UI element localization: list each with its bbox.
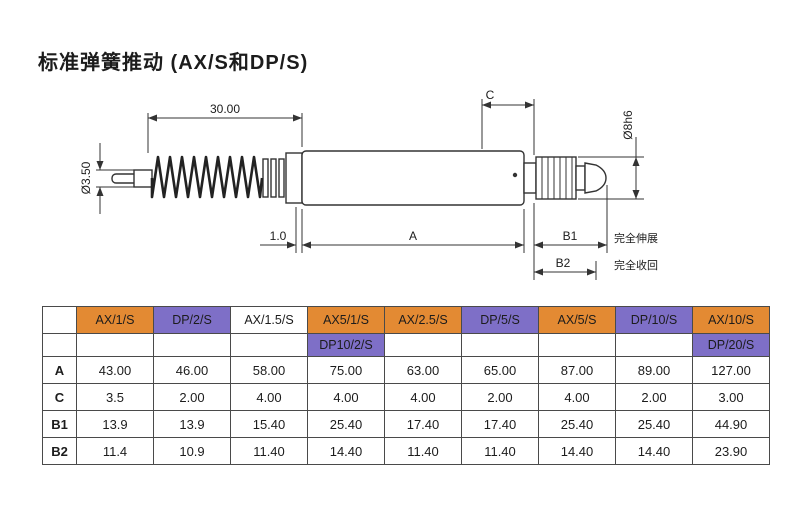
table-cell: 4.00 [230, 383, 308, 411]
dim-dia8h6-label: Ø8h6 [621, 110, 635, 140]
table-cell: 3.00 [692, 383, 770, 411]
column-header [76, 333, 154, 357]
dim-b2-label: B2 [556, 256, 571, 270]
spring-ring [270, 158, 277, 198]
table-row: C 3.5 2.00 4.00 4.00 4.00 2.00 4.00 2.00… [42, 383, 770, 411]
table-cell: 43.00 [76, 356, 154, 384]
table-cell: 4.00 [538, 383, 616, 411]
row-label: C [42, 383, 77, 411]
column-header [615, 333, 693, 357]
probe-thread [535, 156, 577, 200]
header-row-1: AX/1/S DP/2/S AX/1.5/S AX5/1/S AX/2.5/S … [42, 306, 770, 334]
dim-b1-label: B1 [563, 229, 578, 243]
table-cell: 58.00 [230, 356, 308, 384]
thread-grooves [541, 157, 573, 199]
column-header: DP/2/S [153, 306, 231, 334]
table-row: B1 13.9 13.9 15.40 25.40 17.40 17.40 25.… [42, 410, 770, 438]
column-header [538, 333, 616, 357]
table-row: A 43.00 46.00 58.00 75.00 63.00 65.00 87… [42, 356, 770, 384]
row-label: A [42, 356, 77, 384]
dimension-lines [96, 99, 644, 280]
table-row: B2 11.4 10.9 11.40 14.40 11.40 11.40 14.… [42, 437, 770, 465]
table-cell: 14.40 [307, 437, 385, 465]
column-header: AX/1/S [76, 306, 154, 334]
table-cell: 14.40 [615, 437, 693, 465]
column-header: DP/20/S [692, 333, 770, 357]
table-cell: 127.00 [692, 356, 770, 384]
technical-drawing: 30.00 C Ø8h6 Ø3.50 1.0 A B1 B2 完全伸展 完全收回 [79, 88, 658, 280]
probe-step [523, 162, 537, 194]
table-cell: 2.00 [615, 383, 693, 411]
table-cell: 17.40 [384, 410, 462, 438]
row-label: B2 [42, 437, 77, 465]
column-header [153, 333, 231, 357]
column-header: AX5/1/S [307, 306, 385, 334]
column-header: DP/5/S [461, 306, 539, 334]
table-cell: 17.40 [461, 410, 539, 438]
table-cell: 14.40 [538, 437, 616, 465]
probe-outline [111, 150, 607, 206]
table-cell: 11.40 [230, 437, 308, 465]
spring-ring [262, 158, 269, 198]
dim-dia350-label: Ø3.50 [79, 161, 93, 194]
table-cell: 87.00 [538, 356, 616, 384]
spring-coil [150, 155, 264, 199]
table-cell: 13.9 [76, 410, 154, 438]
corner-cell [42, 333, 77, 357]
table-cell: 65.00 [461, 356, 539, 384]
header-row-2: DP10/2/S DP/20/S [42, 333, 770, 357]
column-header [230, 333, 308, 357]
dim-c-label: C [486, 88, 495, 102]
table-cell: 44.90 [692, 410, 770, 438]
table-cell: 89.00 [615, 356, 693, 384]
column-header: DP10/2/S [307, 333, 385, 357]
column-header: AX/5/S [538, 306, 616, 334]
probe-tip [584, 162, 607, 194]
table-cell: 11.40 [384, 437, 462, 465]
table-cell: 15.40 [230, 410, 308, 438]
table-cell: 11.4 [76, 437, 154, 465]
dim-30-label: 30.00 [210, 102, 240, 116]
table-cell: 2.00 [153, 383, 231, 411]
table-cell: 63.00 [384, 356, 462, 384]
table-cell: 4.00 [307, 383, 385, 411]
table-cell: 13.9 [153, 410, 231, 438]
table-cell: 25.40 [307, 410, 385, 438]
table-cell: 3.5 [76, 383, 154, 411]
note-fully-retracted: 完全收回 [614, 258, 658, 272]
dim-10-label: 1.0 [270, 229, 287, 243]
table-cell: 10.9 [153, 437, 231, 465]
corner-cell [42, 306, 77, 334]
body-index-dot [512, 172, 518, 178]
page-title: 标准弹簧推动 (AX/S和DP/S) [38, 52, 309, 74]
tip-shaft [575, 165, 586, 191]
table-cell: 25.40 [538, 410, 616, 438]
table-cell: 23.90 [692, 437, 770, 465]
table-cell: 2.00 [461, 383, 539, 411]
column-header: DP/10/S [615, 306, 693, 334]
table-cell: 4.00 [384, 383, 462, 411]
column-header [384, 333, 462, 357]
table-cell: 11.40 [461, 437, 539, 465]
probe-end-block [133, 169, 153, 188]
column-header: AX/2.5/S [384, 306, 462, 334]
spring-ring [278, 158, 285, 198]
row-label: B1 [42, 410, 77, 438]
probe-body [301, 150, 525, 206]
dim-a-label: A [409, 229, 417, 243]
column-header: AX/1.5/S [230, 306, 308, 334]
column-header [461, 333, 539, 357]
table-cell: 25.40 [615, 410, 693, 438]
dimension-table: AX/1/S DP/2/S AX/1.5/S AX5/1/S AX/2.5/S … [42, 306, 770, 465]
table-cell: 75.00 [307, 356, 385, 384]
table-cell: 46.00 [153, 356, 231, 384]
column-header: AX/10/S [692, 306, 770, 334]
note-fully-extended: 完全伸展 [614, 231, 658, 245]
spring-collar [285, 152, 303, 204]
